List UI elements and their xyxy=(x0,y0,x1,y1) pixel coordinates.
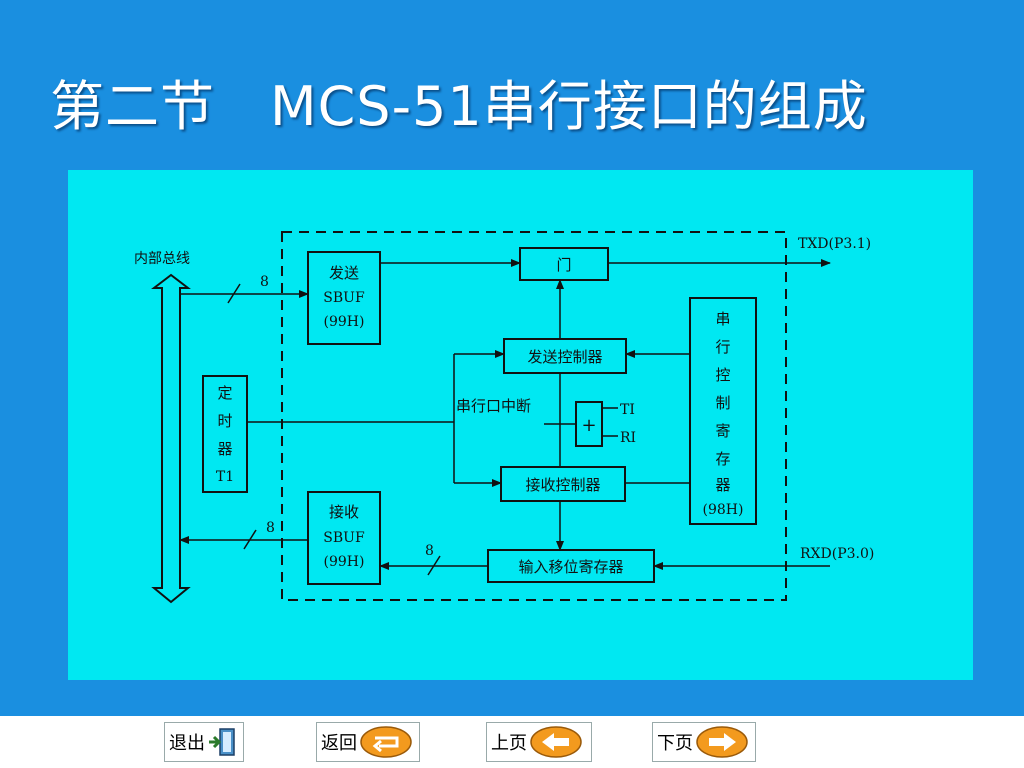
input-shift-register-label: 输入移位寄存器 xyxy=(518,558,623,576)
receive-sbuf-box xyxy=(307,491,381,585)
shift-width-label: 8 xyxy=(425,543,434,559)
next-page-button[interactable]: 下页 xyxy=(652,722,756,762)
scon-char-3: 控 xyxy=(715,366,730,384)
serial-interface-diagram: 内部总线 发送 SBUF (99H) 8 门 TXD(P3.1) 发送控制器 串… xyxy=(68,170,973,680)
return-arrow-icon xyxy=(360,726,412,758)
exit-door-icon xyxy=(209,728,235,756)
next-label: 下页 xyxy=(657,733,693,754)
block-diagram-svg: 内部总线 发送 SBUF (99H) 8 门 TXD(P3.1) 发送控制器 串… xyxy=(134,231,874,604)
ti-label: TI xyxy=(620,402,635,418)
timer-t1-box xyxy=(202,375,248,493)
serial-port-boundary xyxy=(281,231,787,601)
send-sbuf-box xyxy=(307,251,381,345)
interrupt-or-symbol: + xyxy=(581,415,596,436)
timer-line4: T1 xyxy=(216,469,234,485)
scon-char-5: 寄 xyxy=(715,422,730,440)
receive-width-slash xyxy=(243,529,257,550)
send-sbuf-line1: 发送 xyxy=(329,264,359,282)
scon-char-1: 串 xyxy=(715,310,730,328)
send-width-slash xyxy=(227,283,241,304)
rxd-label: RXD(P3.0) xyxy=(800,546,874,562)
gate-label: 门 xyxy=(556,256,571,274)
txd-label: TXD(P3.1) xyxy=(798,236,871,252)
serial-interrupt-label: 串行口中断 xyxy=(456,397,531,415)
send-sbuf-line3: (99H) xyxy=(324,314,365,330)
receive-controller-label: 接收控制器 xyxy=(525,476,600,494)
back-button[interactable]: 返回 xyxy=(316,722,420,762)
receive-sbuf-line3: (99H) xyxy=(324,554,365,570)
scon-char-7: 器 xyxy=(715,476,730,494)
back-label: 返回 xyxy=(321,733,357,754)
send-width-label: 8 xyxy=(260,274,269,290)
send-controller-label: 发送控制器 xyxy=(527,348,602,366)
left-arrow-icon xyxy=(530,726,582,758)
slide-title: 第二节 MCS-51串行接口的组成 xyxy=(50,75,868,138)
shift-width-slash xyxy=(427,555,441,576)
scon-address: (98H) xyxy=(703,502,744,518)
receive-sbuf-line2: SBUF xyxy=(323,530,365,546)
ri-label: RI xyxy=(620,430,636,446)
exit-label: 退出 xyxy=(169,733,205,754)
timer-line2: 时 xyxy=(217,412,232,430)
internal-bus-label: 内部总线 xyxy=(134,251,190,267)
send-sbuf-line2: SBUF xyxy=(323,290,365,306)
internal-bus-arrow xyxy=(151,273,191,604)
right-arrow-icon xyxy=(696,726,748,758)
prev-page-button[interactable]: 上页 xyxy=(486,722,592,762)
exit-button[interactable]: 退出 xyxy=(164,722,244,762)
scon-char-4: 制 xyxy=(715,394,730,412)
scon-char-2: 行 xyxy=(715,338,730,356)
prev-label: 上页 xyxy=(491,733,527,754)
timer-line3: 器 xyxy=(217,440,232,458)
scon-box xyxy=(689,297,757,525)
timer-line1: 定 xyxy=(217,384,232,402)
scon-char-6: 存 xyxy=(715,450,730,468)
receive-sbuf-line1: 接收 xyxy=(329,503,359,521)
receive-width-label: 8 xyxy=(266,520,275,536)
